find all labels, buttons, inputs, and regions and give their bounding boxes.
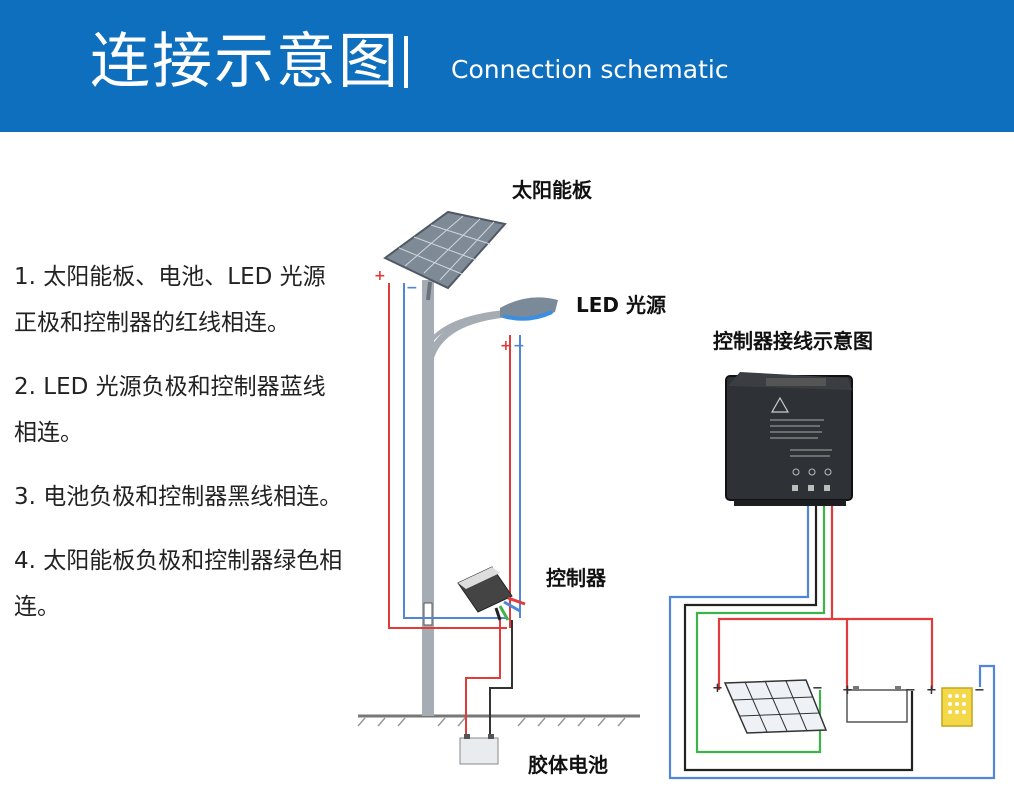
svg-text:−: − xyxy=(513,338,525,354)
street-light-pole xyxy=(422,280,506,716)
solar-panel-image xyxy=(383,210,507,301)
svg-text:+: + xyxy=(374,268,386,284)
instruction-item-1: 1. 太阳能板、电池、LED 光源正极和控制器的红线相连。 xyxy=(14,264,326,336)
diagram-wiring xyxy=(668,506,996,780)
diagram-solar-panel xyxy=(723,679,828,734)
instruction-item-3: 3. 电池负极和控制器黑线相连。 xyxy=(14,484,343,510)
title-divider xyxy=(404,36,408,88)
controller-image-large xyxy=(725,372,853,506)
led-lamp-image xyxy=(500,297,558,321)
label-led-light: LED 光源 xyxy=(576,293,666,317)
svg-text:−: − xyxy=(406,280,418,296)
diagram-polarity-marks: +− +− +− xyxy=(712,681,985,698)
svg-text:+: + xyxy=(712,681,723,696)
instruction-item-4: 4. 太阳能板负极和控制器绿色相连。 xyxy=(14,548,343,620)
svg-text:+: + xyxy=(500,338,512,354)
page-subtitle: Connection schematic xyxy=(451,55,729,84)
polarity-marks: + − + − xyxy=(374,268,525,354)
label-battery: 胶体电池 xyxy=(528,753,608,777)
header-banner: 连接示意图 Connection schematic xyxy=(0,0,1014,132)
label-wiring-diagram: 控制器接线示意图 xyxy=(713,329,873,353)
svg-text:−: − xyxy=(905,683,916,698)
controller-image-small xyxy=(457,566,526,621)
svg-text:−: − xyxy=(974,683,985,698)
diagram-battery xyxy=(846,686,908,723)
instruction-list: 1. 太阳能板、电池、LED 光源正极和控制器的红线相连。 2. LED 光源负… xyxy=(14,254,344,648)
svg-text:−: − xyxy=(812,681,823,696)
instruction-item-2: 2. LED 光源负极和控制器蓝线相连。 xyxy=(14,374,326,446)
battery-image xyxy=(459,734,499,765)
label-solar-panel: 太阳能板 xyxy=(512,178,593,202)
svg-text:+: + xyxy=(842,683,853,698)
ground-line xyxy=(357,714,640,727)
label-controller: 控制器 xyxy=(546,566,607,590)
pole-wiring xyxy=(388,283,521,738)
diagram-led-light xyxy=(941,687,973,727)
svg-text:+: + xyxy=(926,683,937,698)
page-title: 连接示意图 xyxy=(90,27,400,97)
